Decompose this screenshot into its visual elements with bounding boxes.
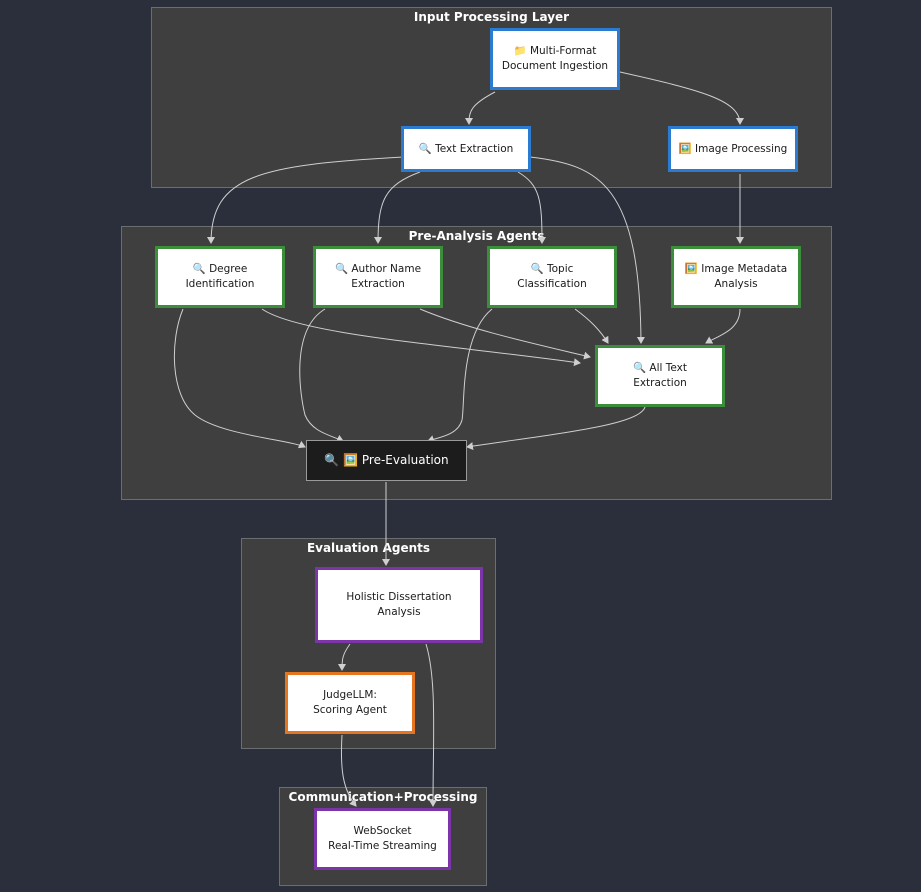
node-pre-evaluation[interactable]: 🔍 🖼️ Pre-Evaluation (306, 440, 467, 481)
node-degree-identification[interactable]: 🔍 Degree Identification (155, 246, 285, 308)
node-image-metadata-analysis[interactable]: 🖼️ Image Metadata Analysis (671, 246, 801, 308)
node-judgellm-scoring-agent[interactable]: JudgeLLM: Scoring Agent (285, 672, 415, 734)
group-title-pre-analysis: Pre-Analysis Agents (408, 229, 545, 243)
node-author-name-extraction[interactable]: 🔍 Author Name Extraction (313, 246, 443, 308)
node-text-extraction[interactable]: 🔍 Text Extraction (401, 126, 531, 172)
node-topic-classification[interactable]: 🔍 Topic Classification (487, 246, 617, 308)
node-websocket-streaming[interactable]: WebSocket Real-Time Streaming (314, 808, 451, 870)
node-image-processing[interactable]: 🖼️ Image Processing (668, 126, 798, 172)
group-title-evaluation: Evaluation Agents (306, 541, 431, 555)
group-title-communication: Communication+Processing (288, 790, 478, 804)
node-all-text-extraction[interactable]: 🔍 All Text Extraction (595, 345, 725, 407)
node-multi-format-ingestion[interactable]: 📁 Multi-Format Document Ingestion (490, 28, 620, 90)
group-title-input: Input Processing Layer (413, 10, 570, 24)
node-holistic-dissertation-analysis[interactable]: Holistic Dissertation Analysis (315, 567, 483, 643)
